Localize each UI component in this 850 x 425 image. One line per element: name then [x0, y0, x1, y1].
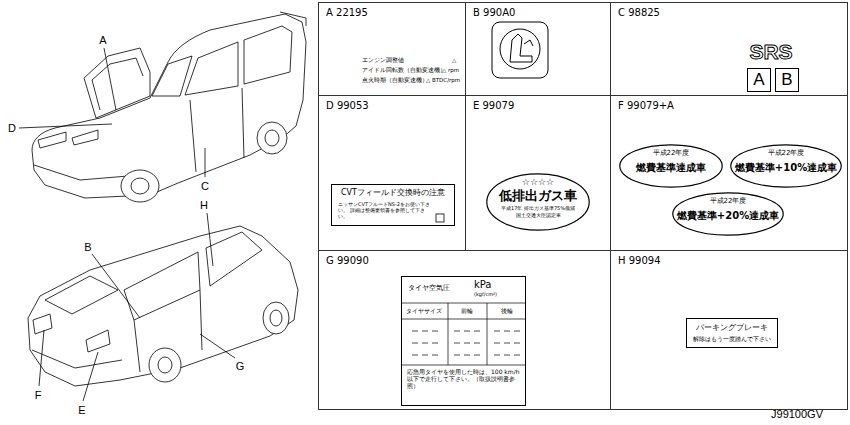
panel-cell: B 990A0 [465, 2, 611, 96]
label-text: △ [452, 57, 456, 63]
front-car [32, 12, 306, 202]
part-number-heading: E 99079 [473, 100, 514, 112]
table-cell: 前輪 [461, 308, 473, 315]
callout-letter: F [35, 389, 42, 402]
callout-letter: D [8, 122, 16, 135]
callout-letter: C [201, 180, 209, 193]
wheel [257, 122, 287, 154]
srs-mark: SRS [749, 40, 792, 64]
part-number-heading: H 99094 [618, 255, 661, 267]
star-rating: ☆☆☆☆ [522, 177, 554, 187]
box-letter: A [753, 70, 764, 90]
panel-cell: D 99053CVTフィールド交換時の注意ニッサンCVTフルードNS-2をお使い… [318, 95, 466, 251]
label-text: △ rpm [442, 67, 459, 73]
wheel [263, 302, 289, 334]
icon-circle [500, 29, 540, 69]
part-number-heading: F 99079+A [618, 100, 674, 112]
icon-frame [492, 22, 548, 78]
part-number-heading: D 99053 [326, 100, 369, 112]
part-number-heading: C 98825 [618, 7, 660, 19]
sticker-oval: ☆☆☆☆ 低排出ガス車平成17年 排出ガス基準75%低減国土交通大臣認定車 [486, 173, 590, 231]
sticker-title: 燃費基準+20%達成車 [677, 210, 779, 222]
open-hood [84, 48, 150, 118]
wheel-hub [270, 310, 282, 326]
oval-line [673, 193, 783, 235]
sticker-title: 低排出ガス車 [499, 189, 577, 204]
sticker-oval: 平成22年度燃費基準達成車 [619, 144, 723, 188]
callout-letter: G [236, 360, 245, 373]
wheel-hub [131, 178, 149, 194]
sticker-box: CVTフィールド交換時の注意ニッサンCVTフルードNS-2をお使い下さい。 詳細… [331, 184, 455, 226]
sticker-heading: CVTフィールド交換時の注意 [341, 188, 445, 197]
oval-line [487, 174, 589, 230]
callout-letter: H [200, 199, 208, 212]
rear-car [28, 226, 298, 386]
part-number-heading: G 99090 [326, 255, 369, 267]
letter-box: B [775, 68, 799, 92]
wheel [149, 348, 181, 382]
sticker-title: 燃費基準+10%達成車 [735, 162, 837, 174]
leader-lines [19, 48, 235, 401]
wheel-hub [158, 357, 172, 373]
panel-cell: C 98825AB [610, 2, 848, 96]
label-text: エンジン調整値 [362, 57, 404, 63]
wheel [121, 170, 159, 202]
label-text: △ BTDC/rpm [426, 77, 460, 83]
sticker-note: 応急用タイヤを使用した時は、100 km/h 以下で走行して下さい。（取扱説明書… [407, 369, 521, 390]
sticker-note: 平成17年 排出ガス基準75%低減 [501, 206, 575, 212]
sticker-title: パーキングブレーキ [696, 323, 768, 332]
sticker-body: ニッサンCVTフルードNS-2をお使い下さい。 詳細は整備要領書を参照して下さい… [338, 202, 430, 219]
table-heading: タイヤ空気圧 [408, 284, 450, 292]
sticker-oval: 平成22年度燃費基準+20%達成車 [672, 192, 784, 236]
unit-label: kPa [474, 279, 492, 291]
car-windows [45, 232, 262, 320]
sticker-title: 燃費基準達成車 [636, 162, 706, 174]
seat-label-icon [492, 22, 548, 78]
callout-letter: E [78, 404, 85, 417]
table-cell: 後輪 [501, 308, 513, 315]
check-square [436, 214, 444, 222]
callout-letter: B [84, 241, 91, 254]
part-number-heading: A 22195 [326, 7, 368, 19]
wheel-hub [265, 130, 279, 146]
car-body [28, 226, 298, 386]
part-number-heading: B 990A0 [473, 7, 515, 19]
diagram-code: J99100GV [771, 408, 823, 421]
box-letter: B [781, 70, 792, 90]
callout-letter: A [99, 34, 106, 47]
sticker-note: 平成22年度 [710, 197, 747, 205]
sticker-note: 平成22年度 [768, 149, 805, 157]
label-text: 点火時期（自動変速機） [362, 77, 428, 83]
car-windows [152, 26, 292, 96]
panel-cell: G 99090 タイヤ空気圧 kPa(kgf/cm²) タイヤサイズ 前輪 後輪応急用タイ… [318, 250, 611, 410]
car-body [32, 14, 306, 198]
label-text: アイドル回転数（自動変速機） [362, 67, 446, 73]
unit-label: (kgf/cm²) [474, 292, 497, 298]
sticker-oval: 平成22年度燃費基準+10%達成車 [730, 144, 842, 188]
sticker-box: タイヤ空気圧 kPa(kgf/cm²) タイヤサイズ 前輪 後輪応急用タイヤを使用した時… [401, 276, 526, 406]
tire-table-grid [402, 303, 525, 365]
oval-line [620, 145, 722, 187]
table-cell: タイヤサイズ [406, 308, 442, 315]
sticker-note: 平成22年度 [653, 149, 690, 157]
panel-cell: F 99079+A平成22年度燃費基準達成車平成22年度燃費基準+10%達成車平… [610, 95, 848, 251]
seat-symbol [510, 34, 533, 62]
sticker-note: 解除はもう一度踏んで下さい [693, 336, 771, 343]
sticker-note: 国土交通大臣認定車 [516, 213, 561, 219]
panel-cell: H 99094 パーキングブレーキ解除はもう一度踏んで下さい [610, 250, 848, 410]
oval-line [731, 145, 841, 187]
panel-cell: E 99079 ☆☆☆☆ 低排出ガス車平成17年 排出ガス基準75%低減国土交通大臣… [465, 95, 611, 251]
letter-box: A [747, 68, 771, 92]
sticker-box: パーキングブレーキ解除はもう一度踏んで下さい [686, 318, 778, 348]
car-details [34, 12, 306, 180]
